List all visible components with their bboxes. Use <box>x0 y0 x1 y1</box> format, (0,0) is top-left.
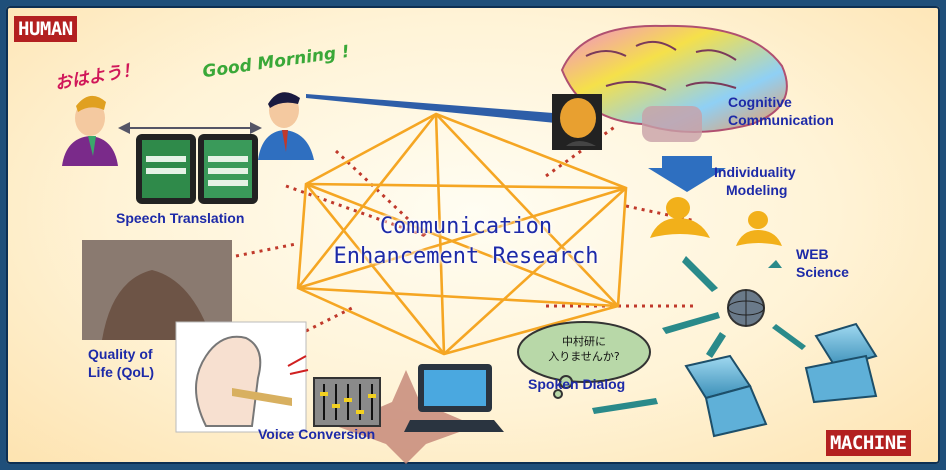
caption-web-line1: WEB <box>796 246 829 262</box>
caption-individuality-line1: Individuality <box>714 164 796 180</box>
speech-bubble-line1: 中村研に <box>562 335 606 348</box>
caption-qol-line2: Life (QoL) <box>88 364 155 380</box>
caption-qol-line1: Quality of <box>88 346 153 362</box>
network-hexagon <box>296 112 628 356</box>
beam <box>306 94 566 124</box>
caption-voice-conversion: Voice Conversion <box>258 426 376 442</box>
human-label: HUMAN <box>14 16 77 42</box>
starburst <box>336 370 476 464</box>
diagram-frame: HUMAN MACHINE おはよう！ Good Morning ! Commu… <box>6 6 940 464</box>
caption-cognitive-line2: Communication <box>728 112 834 128</box>
people-icons <box>650 197 782 246</box>
center-title-line2: Enhancement Research <box>333 244 599 269</box>
throat-diagram <box>175 321 309 433</box>
caption-speech-translation: Speech Translation <box>116 210 245 226</box>
speech-bubble-text: 中村研に 入りませんか? <box>532 334 636 364</box>
head-silhouette <box>552 94 602 150</box>
machine-label: MACHINE <box>826 430 911 456</box>
dashed-arrows <box>592 256 806 414</box>
network-globe <box>727 289 765 327</box>
caption-spoken-dialog: Spoken Dialog <box>528 376 626 392</box>
speech-bubble-line2: 入りませんか? <box>548 350 620 363</box>
computer <box>404 364 504 432</box>
diagram-canvas <box>62 24 878 464</box>
phones <box>136 134 258 204</box>
down-arrow <box>648 156 726 192</box>
person-right <box>258 92 314 160</box>
audio-mixer <box>313 377 381 427</box>
caption-individuality-line2: Modeling <box>726 182 788 198</box>
center-title-line1: Communication <box>379 214 553 239</box>
center-title: Communication Enhancement Research <box>306 212 626 272</box>
person-left <box>62 95 118 166</box>
laptops <box>684 322 878 438</box>
brain <box>560 24 788 142</box>
caption-cognitive-line1: Cognitive <box>728 94 792 110</box>
caption-web-line2: Science <box>796 264 849 280</box>
speech-bubble <box>517 321 651 399</box>
